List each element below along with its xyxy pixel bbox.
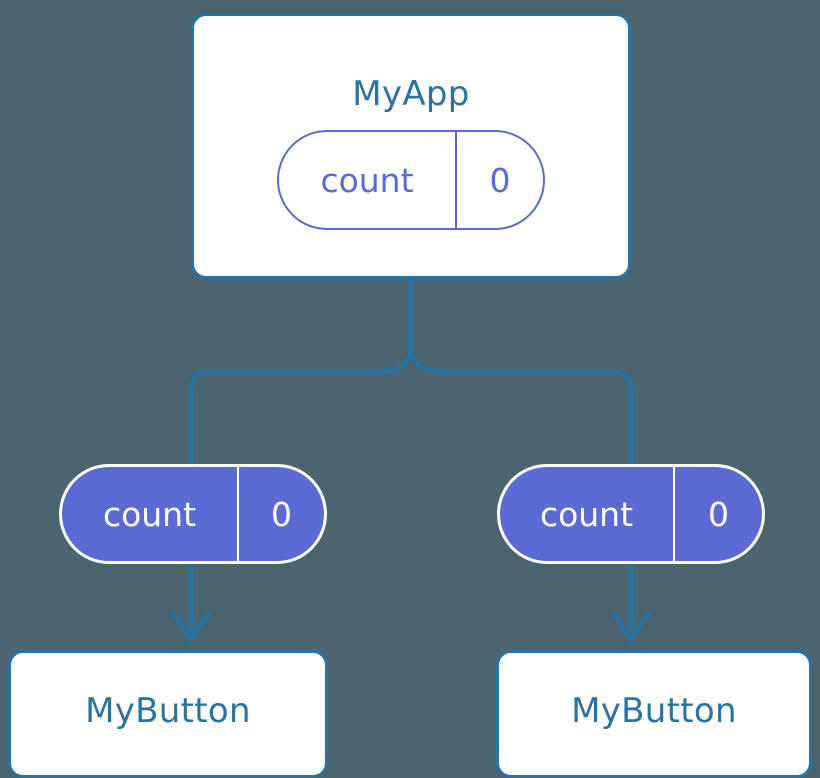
state-pill-myapp[interactable]: count 0	[277, 130, 545, 230]
component-title-mybutton-right: MyButton	[571, 691, 737, 731]
props-pill-right[interactable]: count 0	[497, 464, 765, 564]
props-arrow-right-head	[611, 611, 651, 643]
props-key-label-right: count	[539, 494, 634, 534]
component-title-mybutton-left: MyButton	[85, 691, 251, 731]
props-pill-left[interactable]: count 0	[59, 464, 327, 564]
props-arrow-left-head	[171, 611, 211, 643]
component-box-mybutton-right[interactable]: MyButton	[496, 650, 812, 778]
state-key-label: count	[320, 160, 414, 200]
props-value-label-right: 0	[673, 467, 762, 561]
state-value-label: 0	[455, 132, 543, 228]
props-value-label-left: 0	[237, 467, 324, 561]
component-title-myapp: MyApp	[352, 74, 470, 114]
component-box-mybutton-left[interactable]: MyButton	[8, 650, 328, 778]
props-key-label-left: count	[102, 494, 197, 534]
branch-line-right	[408, 345, 634, 473]
branch-line-left	[188, 345, 414, 473]
